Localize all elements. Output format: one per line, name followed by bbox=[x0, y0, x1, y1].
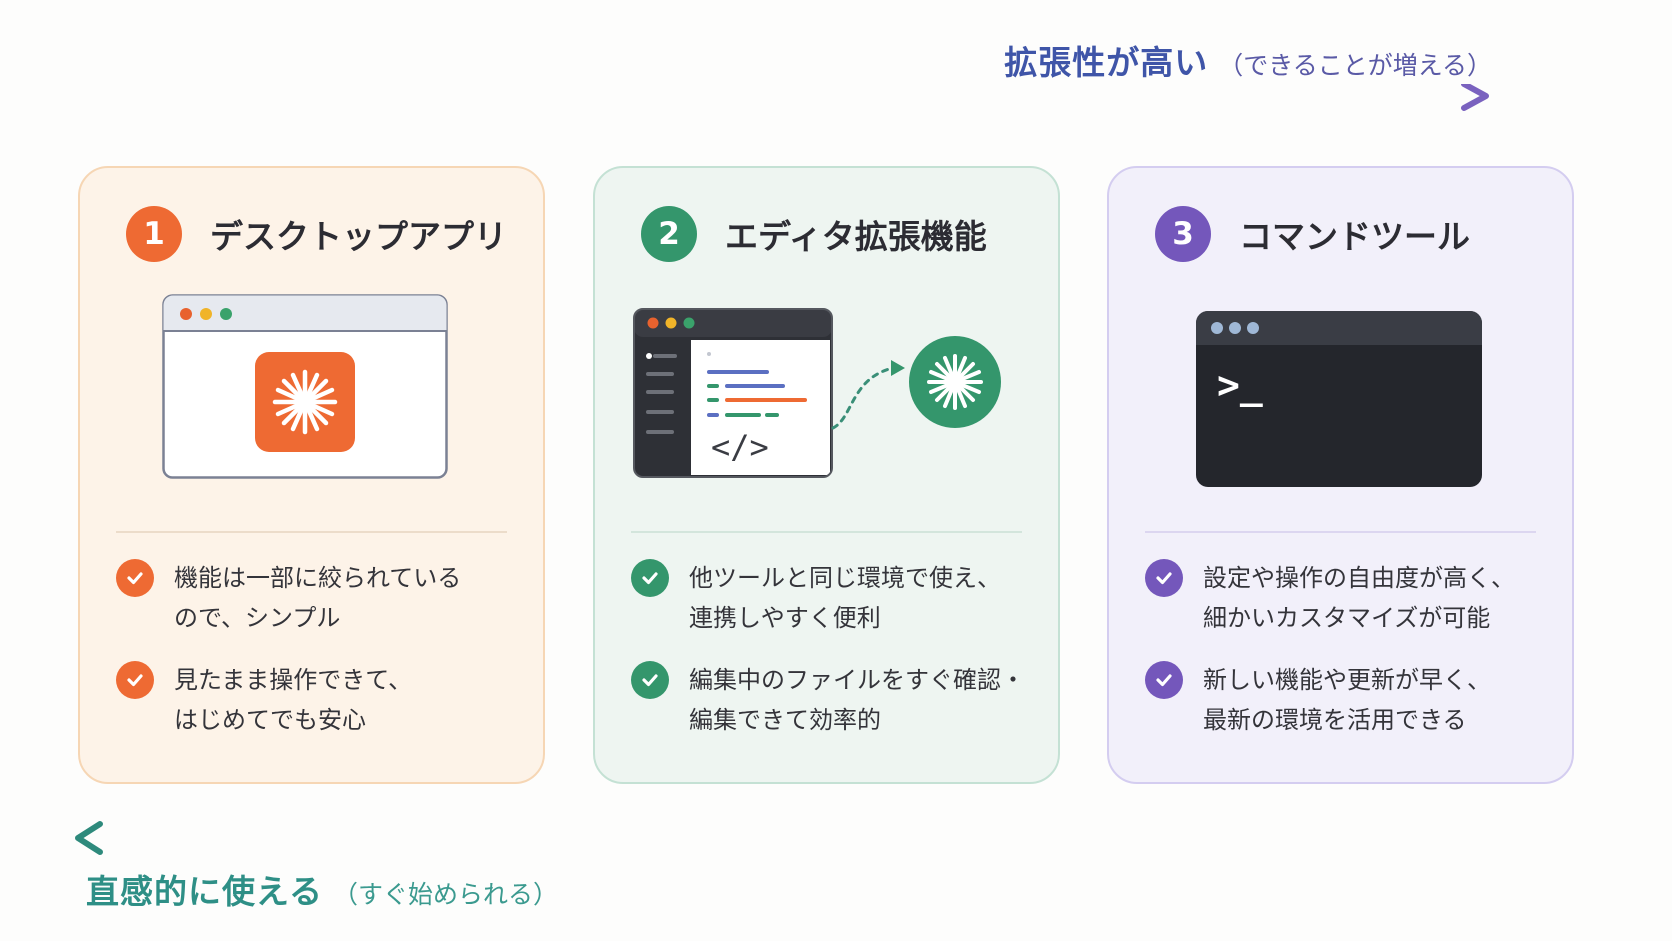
feature-text-line: 設定や操作の自由度が高く、 bbox=[1203, 564, 1515, 592]
feature-item: 機能は一部に絞られている ので、シンプル bbox=[116, 558, 523, 638]
editor-extension-icon: </> bbox=[633, 308, 1001, 478]
card-divider bbox=[116, 531, 507, 533]
feature-item: 見たまま操作できて、 はじめてでも安心 bbox=[116, 660, 523, 740]
card-title: コマンドツール bbox=[1239, 217, 1470, 256]
feature-text-line: 連携しやすく便利 bbox=[689, 604, 881, 632]
checkmark-icon bbox=[631, 661, 669, 699]
extensibility-label: 拡張性が高い （できることが増える） bbox=[1004, 36, 1492, 84]
checkmark-icon bbox=[116, 559, 154, 597]
card-title: エディタ拡張機能 bbox=[725, 217, 987, 256]
card-divider bbox=[631, 531, 1022, 533]
card-editor-extension: 2 エディタ拡張機能 </> bbox=[593, 166, 1060, 784]
feature-text-line: 他ツールと同じ環境で使え、 bbox=[689, 564, 1001, 592]
extensibility-subtitle: （できることが増える） bbox=[1218, 51, 1492, 80]
intuitive-label: 直感的に使える （すぐ始められる） bbox=[86, 865, 558, 913]
code-symbol: </> bbox=[711, 428, 769, 466]
intuitive-subtitle: （すぐ始められる） bbox=[333, 880, 559, 909]
terminal-prompt: >_ bbox=[1217, 363, 1263, 407]
feature-text-line: ので、シンプル bbox=[174, 604, 341, 632]
card-divider bbox=[1145, 531, 1536, 533]
feature-text-line: 最新の環境を活用できる bbox=[1203, 706, 1467, 734]
feature-text-line: 機能は一部に絞られている bbox=[174, 564, 462, 592]
feature-text-line: 新しい機能や更新が早く、 bbox=[1203, 666, 1491, 694]
card-desktop-app: 1 デスクトップアプリ 機能は一部に絞られている ので、シ bbox=[78, 166, 545, 784]
extensibility-title: 拡張性が高い bbox=[1004, 43, 1209, 82]
card-title: デスクトップアプリ bbox=[210, 217, 507, 256]
feature-text-line: 細かいカスタマイズが可能 bbox=[1203, 604, 1491, 632]
feature-item: 編集中のファイルをすぐ確認・ 編集できて効率的 bbox=[631, 660, 1038, 740]
arrow-left-icon bbox=[75, 821, 1588, 855]
intuitive-title: 直感的に使える bbox=[86, 872, 324, 911]
feature-text-line: 編集できて効率的 bbox=[689, 706, 881, 734]
feature-text-line: 編集中のファイルをすぐ確認・ bbox=[689, 666, 1025, 694]
checkmark-icon bbox=[1145, 559, 1183, 597]
checkmark-icon bbox=[1145, 661, 1183, 699]
card-command-tool: 3 コマンドツール >_ 設定や操作の自由度が高く、 細かいカスタマイズが可能 … bbox=[1107, 166, 1574, 784]
feature-item: 新しい機能や更新が早く、 最新の環境を活用できる bbox=[1145, 660, 1552, 740]
checkmark-icon bbox=[116, 661, 154, 699]
arrow-right-icon bbox=[76, 84, 1489, 111]
feature-text-line: はじめてでも安心 bbox=[174, 706, 366, 734]
checkmark-icon bbox=[631, 559, 669, 597]
feature-text-line: 見たまま操作できて、 bbox=[174, 666, 413, 694]
step-number-badge: 1 bbox=[126, 206, 182, 262]
feature-item: 他ツールと同じ環境で使え、 連携しやすく便利 bbox=[631, 558, 1038, 638]
desktop-app-window-icon bbox=[162, 294, 448, 479]
terminal-icon: >_ bbox=[1196, 311, 1482, 487]
step-number-badge: 2 bbox=[641, 206, 697, 262]
step-number-badge: 3 bbox=[1155, 206, 1211, 262]
feature-item: 設定や操作の自由度が高く、 細かいカスタマイズが可能 bbox=[1145, 558, 1552, 638]
